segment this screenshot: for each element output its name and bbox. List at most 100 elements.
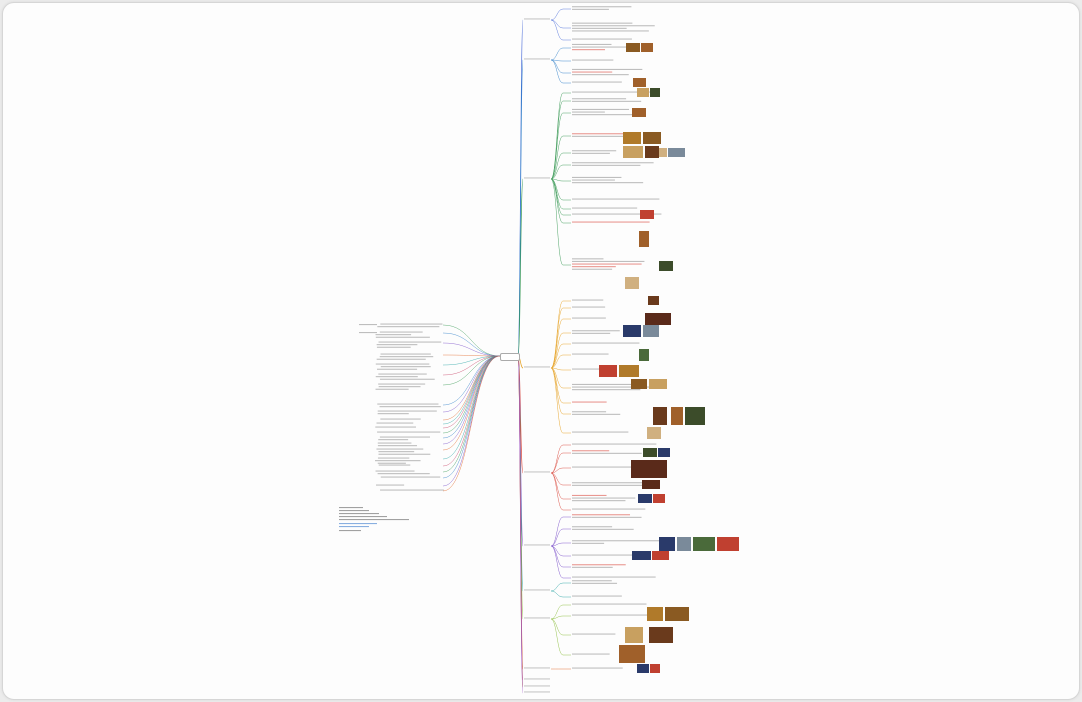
leaf-text (572, 330, 620, 332)
left-leaf-text (379, 356, 434, 358)
leaf-text (572, 135, 630, 137)
leaf-text (572, 582, 618, 584)
left-leaf-text (378, 464, 411, 466)
leaf-text (572, 542, 605, 544)
left-leaf-text (377, 413, 409, 415)
leaf-text (572, 554, 642, 556)
subbranch-connector (550, 444, 564, 474)
leaf-text (572, 91, 658, 93)
leaf-text (572, 74, 629, 76)
subbranch-connector (550, 152, 564, 180)
attached-image (659, 537, 675, 551)
leaf-text (572, 389, 641, 391)
attached-image (645, 146, 659, 158)
leaf-text (572, 81, 622, 83)
leaf-image (637, 664, 649, 673)
leaf-text (572, 6, 632, 8)
left-leaf-text (378, 386, 421, 388)
attached-image (625, 627, 643, 643)
left-leaf-text (376, 484, 405, 486)
leaf-image (632, 108, 646, 117)
left-connector (442, 355, 501, 473)
leaf-image (642, 480, 660, 489)
left-leaf-text (375, 426, 416, 428)
branch-label (524, 617, 550, 619)
subbranch-connector (550, 59, 564, 62)
leaf-text (572, 198, 660, 200)
footer-note-line (339, 530, 361, 532)
leaf-text (572, 482, 645, 484)
leaf-text (572, 43, 612, 45)
leaf-text (572, 207, 638, 209)
leaf-text (572, 413, 621, 415)
leaf-text (572, 580, 612, 582)
left-connector (442, 355, 501, 460)
leaf-image (632, 551, 651, 560)
left-leaf-text (379, 378, 435, 380)
attached-image (623, 325, 641, 337)
branch-connector (517, 355, 524, 694)
left-leaf-text (377, 445, 418, 447)
subbranch-connector (550, 59, 564, 84)
left-connector (442, 355, 501, 406)
leaf-text (572, 162, 654, 164)
subbranch-connector (550, 604, 564, 620)
left-node-label (359, 324, 377, 326)
leaf-text (572, 71, 613, 73)
attached-image (643, 132, 661, 144)
branch-connector (517, 59, 524, 357)
leaf-text (572, 111, 605, 113)
left-leaf-text (375, 334, 412, 336)
leaf-text (572, 667, 623, 669)
root-node[interactable] (500, 353, 520, 361)
leaf-text (572, 614, 657, 616)
branch-label (524, 366, 550, 368)
branch-label (524, 589, 550, 591)
branch-label (524, 667, 550, 669)
leaf-image (658, 448, 670, 457)
left-leaf-text (377, 410, 437, 412)
left-connector (442, 342, 501, 357)
left-leaf-text (379, 436, 431, 438)
attached-image (649, 627, 673, 643)
attached-image (623, 146, 643, 158)
leaf-text (572, 443, 657, 445)
leaf-text (572, 46, 632, 48)
subbranch-connector (550, 452, 564, 474)
leaf-text (572, 258, 604, 260)
left-leaf-text (376, 346, 411, 348)
leaf-text (572, 411, 607, 413)
left-connector (442, 355, 501, 487)
left-leaf-text (375, 376, 418, 378)
leaf-text (572, 150, 617, 152)
left-leaf-text (378, 383, 426, 385)
branch-label (524, 471, 550, 473)
leaf-text (572, 164, 641, 166)
subbranch-connector (550, 19, 564, 41)
subbranch-connector (550, 367, 564, 371)
leaf-text (572, 500, 626, 502)
left-leaf-text (378, 341, 442, 343)
attached-image (631, 379, 647, 389)
leaf-text (572, 100, 642, 102)
left-leaf-text (375, 363, 430, 365)
leaf-text (572, 98, 627, 100)
leaf-text (572, 176, 622, 178)
leaf-text (572, 540, 660, 542)
branch-label (524, 58, 550, 60)
leaf-text (572, 263, 642, 265)
subbranch-connector (550, 467, 564, 474)
left-leaf-text (380, 418, 421, 420)
leaf-text (572, 27, 627, 29)
attached-image (671, 407, 683, 425)
left-connector (442, 324, 501, 357)
subbranch-connector (550, 545, 564, 579)
leaf-text (572, 564, 626, 566)
attached-image (619, 645, 645, 663)
left-leaf-text (378, 439, 409, 441)
subbranch-connector (550, 367, 564, 404)
leaf-image (650, 664, 660, 673)
attached-image (643, 325, 659, 337)
leaf-text (572, 508, 646, 510)
